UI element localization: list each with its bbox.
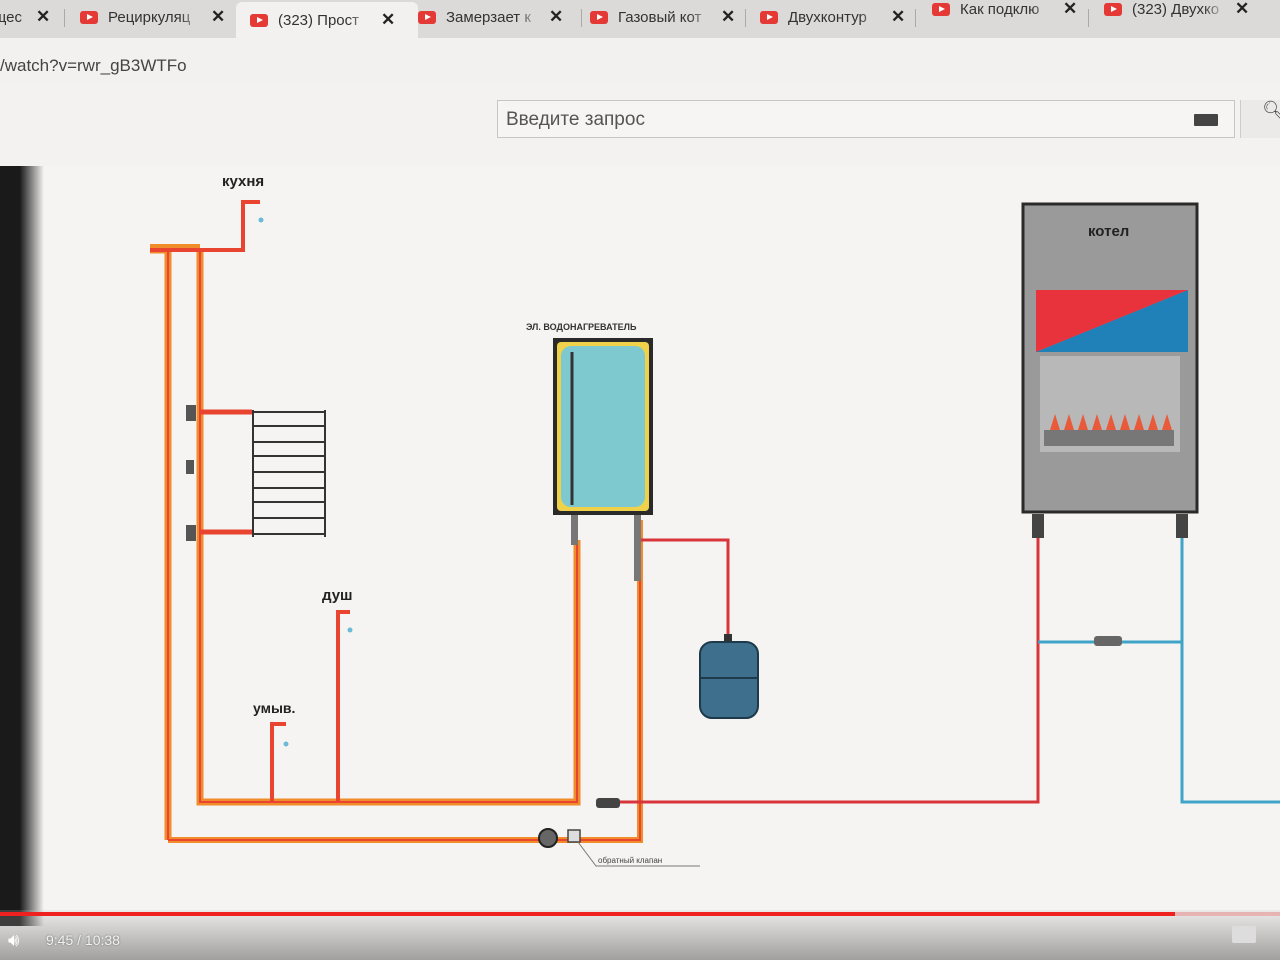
heating-diagram: кухня ЭЛ. ВОДОНАГРЕВАТЕЛЬ котел душ умыв… [150, 173, 1280, 867]
volume-icon[interactable]: 🔊︎ [8, 930, 20, 950]
youtube-icon [1104, 2, 1122, 16]
check-valve-label: обратный клапан [598, 856, 662, 865]
close-icon[interactable]: ✕ [1063, 0, 1078, 18]
close-icon[interactable]: ✕ [1235, 0, 1250, 18]
youtube-header: Введите запрос [0, 84, 1280, 166]
youtube-icon [932, 2, 950, 16]
video-letterbox [0, 166, 44, 926]
kitchen-pipe [150, 200, 260, 252]
heater-label: ЭЛ. ВОДОНАГРЕВАТЕЛЬ [526, 322, 637, 332]
youtube-icon [590, 10, 608, 24]
towel-dryer [252, 410, 326, 537]
tab-0[interactable]: щес ✕ [0, 0, 56, 34]
time-display: 9:45 / 10:38 [46, 932, 120, 948]
tab-title: Газовый кот [618, 8, 702, 26]
player-controls [0, 910, 1280, 960]
kitchen-label: кухня [222, 173, 264, 190]
recirc-return-pipe [168, 520, 643, 843]
faucet-icon [258, 217, 264, 223]
sink-pipe [270, 722, 286, 802]
tab-title: (323) Двухко [1132, 0, 1220, 18]
url-text[interactable]: /watch?v=rwr_gB3WTFo [0, 56, 187, 75]
bypass-valve-icon [1094, 636, 1122, 646]
pump-icon [538, 828, 558, 848]
tab-title: щес [0, 8, 23, 26]
search-input[interactable]: Введите запрос [497, 100, 1235, 138]
close-icon[interactable]: ✕ [891, 7, 906, 26]
tab-3[interactable]: Замерзает к ✕ [418, 0, 578, 34]
tab-7[interactable]: (323) Двухко ✕ [1104, 0, 1256, 26]
cold-pipe [1180, 530, 1280, 804]
faucet-icon [347, 627, 353, 633]
tab-6[interactable]: Как подклю ✕ [932, 0, 1082, 26]
hot-supply-red [199, 250, 578, 803]
search-placeholder: Введите запрос [506, 109, 645, 130]
progress-fill [0, 912, 1176, 916]
progress-bar[interactable] [0, 912, 1280, 916]
video-player[interactable]: кухня ЭЛ. ВОДОНАГРЕВАТЕЛЬ котел душ умыв… [0, 166, 1280, 960]
tab-2[interactable]: (323) Прост ✕ [236, 2, 418, 38]
search-icon[interactable]: 🔍︎ [1262, 100, 1280, 120]
valve-icon [186, 405, 196, 421]
tab-4[interactable]: Газовый кот ✕ [590, 0, 740, 34]
tab-1[interactable]: Рециркуляц ✕ [80, 0, 230, 34]
boiler-label: котел [1088, 223, 1129, 240]
keyboard-icon[interactable] [1194, 114, 1218, 126]
tab-title: Рециркуляц [108, 8, 191, 26]
close-icon[interactable]: ✕ [211, 7, 226, 26]
recirc-pipe [150, 246, 172, 840]
browser-tab-bar: щес ✕ Рециркуляц ✕ (323) Прост ✕ Замерза… [0, 0, 1280, 38]
boiler-supply-pipe [605, 530, 1040, 804]
close-icon[interactable]: ✕ [721, 7, 736, 26]
youtube-icon [418, 10, 436, 24]
youtube-icon [80, 10, 98, 24]
expansion-pipe [640, 538, 730, 640]
hot-supply-pipe [196, 250, 581, 806]
mixing-valve-icon [596, 798, 620, 808]
close-icon[interactable]: ✕ [381, 10, 396, 29]
check-valve-icon [567, 829, 581, 843]
tab-title: Как подклю [960, 0, 1040, 18]
youtube-icon [250, 13, 268, 27]
water-heater [553, 338, 653, 581]
youtube-icon [760, 10, 778, 24]
subtitles-icon[interactable] [1232, 926, 1256, 943]
tab-5[interactable]: Двухконтур ✕ [760, 0, 910, 34]
tab-title: Двухконтур [788, 8, 867, 26]
close-icon[interactable]: ✕ [549, 7, 564, 26]
sink-label: умыв. [253, 700, 295, 716]
shower-pipe [336, 610, 350, 802]
valve-icon [186, 525, 196, 541]
tab-title: (323) Прост [278, 11, 360, 29]
shower-label: душ [322, 587, 353, 604]
search-button[interactable] [1240, 100, 1280, 138]
tab-title: Замерзает к [446, 8, 531, 26]
close-icon[interactable]: ✕ [36, 7, 51, 26]
boiler [1021, 202, 1199, 538]
expansion-tank [699, 634, 759, 719]
faucet-icon [283, 741, 289, 747]
